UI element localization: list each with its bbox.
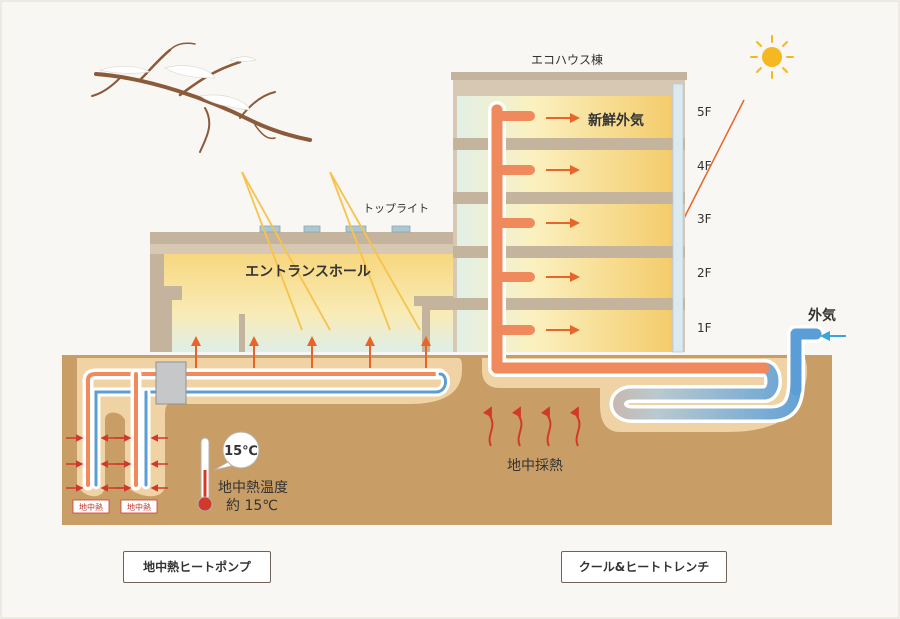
floor-label-1f: 1F (697, 321, 712, 335)
caption-heat-pump: 地中熱ヒートポンプ (123, 551, 271, 583)
entrance-hall-label: エントランスホール (245, 264, 371, 280)
trench-pipes (488, 101, 825, 423)
ground-heat-tag-left: 地中熱 (79, 502, 103, 512)
ground-heat-tags: 地中熱 地中熱 (72, 499, 158, 514)
fresh-air-label: 新鮮外気 (588, 112, 644, 129)
heat-pump-pipes (82, 368, 450, 491)
caption-cool-heat-trench: クール&ヒートトレンチ (561, 551, 727, 583)
ground-heat-collection-label: 地中採熱 (507, 458, 563, 474)
sun-icon (750, 35, 794, 79)
thermometer-bubble-text: 15℃ (224, 444, 258, 459)
ground-heat-temp-title: 地中熱温度 (218, 480, 288, 496)
eco-house-tower (451, 72, 687, 353)
daylight-rays (241, 171, 421, 331)
toplight-label: トップライト (363, 202, 429, 215)
ground-heat-collection-arrows (482, 406, 581, 447)
hall-warm-air-arrows (191, 336, 431, 368)
sunlight-ray-upper (677, 99, 745, 232)
tree-branch-illustration (91, 42, 312, 153)
ground-heat-inflow-arrows (66, 434, 168, 492)
entrance-hall-building (150, 225, 455, 352)
floor-label-4f: 4F (697, 159, 712, 173)
ground-heat-tag-right: 地中熱 (127, 502, 151, 512)
floor-label-3f: 3F (697, 212, 712, 226)
fresh-air-arrows (546, 113, 580, 335)
building-name-label: エコハウス棟 (531, 52, 603, 67)
outside-air-label: 外気 (808, 307, 836, 324)
ground-heat-temp-value: 約 15℃ (226, 498, 278, 514)
snow-on-branch (98, 56, 257, 111)
heat-pump-unit (155, 361, 187, 405)
floor-label-2f: 2F (697, 266, 712, 280)
thermometer-icon (197, 431, 260, 512)
toplight-windows (259, 225, 411, 233)
floor-label-5f: 5F (697, 105, 712, 119)
